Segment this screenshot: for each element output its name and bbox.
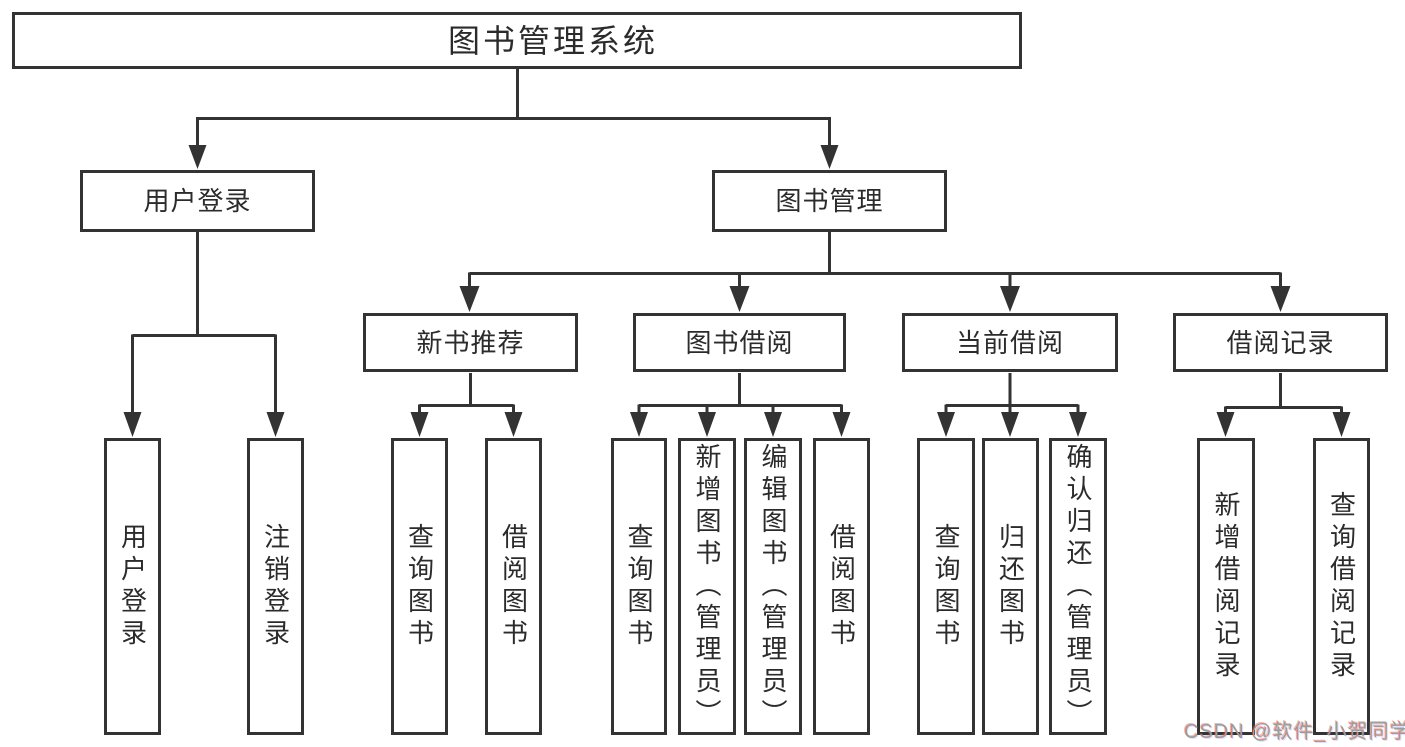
leaf-query-books-current-label: 查询图书 xyxy=(931,522,961,651)
leaf-add-book-admin-label: 新增图书（管理员） xyxy=(692,442,722,731)
leaf-logout-label: 注销登录 xyxy=(260,522,291,651)
leaf-query-borrow-record: 查询借阅记录 xyxy=(1313,438,1370,735)
node-book-management: 图书管理 xyxy=(712,170,947,232)
leaf-query-books-recommend-label: 查询图书 xyxy=(404,522,435,651)
leaf-borrow-books-recommend: 借阅图书 xyxy=(485,438,542,735)
leaf-user-login-label: 用户登录 xyxy=(117,522,148,651)
leaf-borrow-books-borrowing: 借阅图书 xyxy=(813,438,870,735)
leaf-add-borrow-record-label: 新增借阅记录 xyxy=(1211,490,1241,683)
leaf-logout: 注销登录 xyxy=(247,438,304,735)
leaf-confirm-return-admin-label: 确认归还（管理员） xyxy=(1063,442,1093,731)
leaf-query-books-recommend: 查询图书 xyxy=(391,438,448,735)
leaf-return-books: 归还图书 xyxy=(982,438,1039,735)
node-user-login-label: 用户登录 xyxy=(143,186,252,216)
node-book-borrowing: 图书借阅 xyxy=(633,313,846,372)
csdn-watermark: CSDN @软件_小贺同学 xyxy=(1184,721,1405,743)
node-library-system: 图书管理系统 xyxy=(12,12,1022,69)
leaf-add-borrow-record: 新增借阅记录 xyxy=(1197,438,1255,735)
leaf-return-books-label: 归还图书 xyxy=(995,522,1026,651)
node-current-borrowing-label: 当前借阅 xyxy=(955,327,1064,358)
leaf-user-login: 用户登录 xyxy=(104,438,161,735)
node-user-login: 用户登录 xyxy=(80,170,315,232)
leaf-edit-book-admin: 编辑图书（管理员） xyxy=(744,438,802,735)
node-new-book-recommend-label: 新书推荐 xyxy=(416,327,525,358)
node-new-book-recommend: 新书推荐 xyxy=(363,313,578,372)
leaf-query-books-borrowing: 查询图书 xyxy=(611,438,667,735)
leaf-add-book-admin: 新增图书（管理员） xyxy=(678,438,736,735)
node-book-borrowing-label: 图书借阅 xyxy=(685,327,794,358)
node-library-system-label: 图书管理系统 xyxy=(447,22,658,59)
leaf-borrow-books-borrowing-label: 借阅图书 xyxy=(826,522,857,651)
node-borrowing-records: 借阅记录 xyxy=(1173,313,1388,372)
leaf-query-books-current: 查询图书 xyxy=(917,438,975,735)
leaf-edit-book-admin-label: 编辑图书（管理员） xyxy=(758,442,788,731)
leaf-borrow-books-recommend-label: 借阅图书 xyxy=(498,522,529,651)
node-book-management-label: 图书管理 xyxy=(775,186,884,216)
node-current-borrowing: 当前借阅 xyxy=(902,313,1118,372)
leaf-query-borrow-record-label: 查询借阅记录 xyxy=(1326,490,1357,683)
leaf-confirm-return-admin: 确认归还（管理员） xyxy=(1049,438,1107,735)
leaf-query-books-borrowing-label: 查询图书 xyxy=(624,522,654,651)
node-borrowing-records-label: 借阅记录 xyxy=(1226,327,1335,358)
